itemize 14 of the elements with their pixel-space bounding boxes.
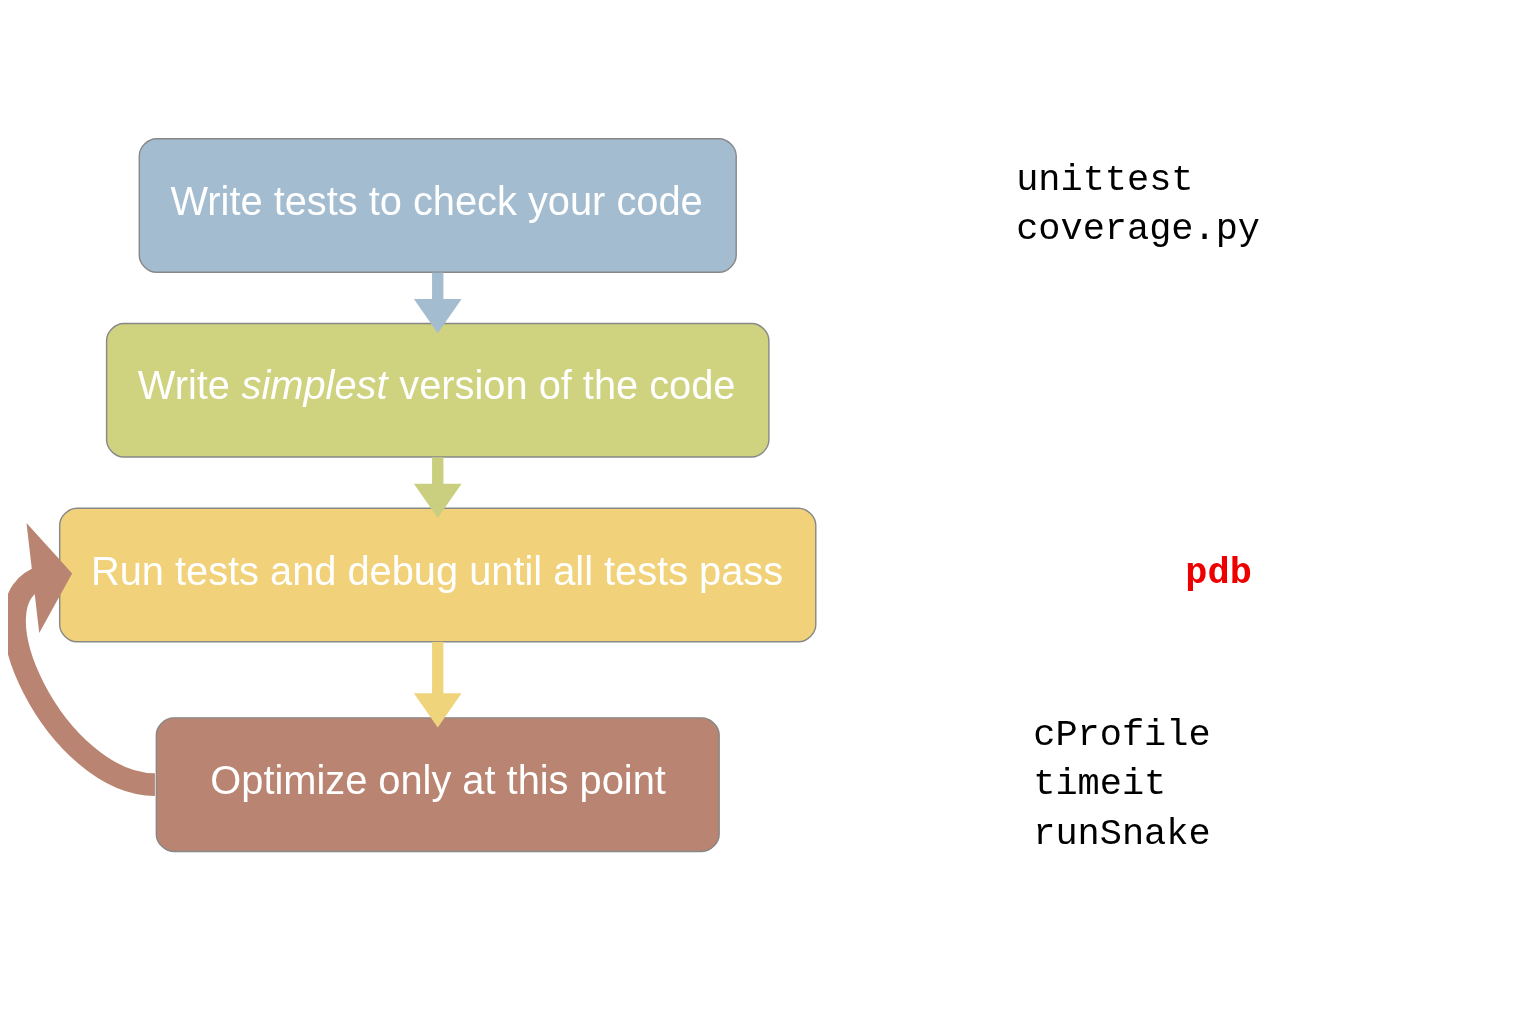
node-box: Optimize only at this point: [155, 717, 720, 853]
arrow: [413, 457, 462, 518]
node-box: Write simplest version of the code: [105, 322, 770, 458]
label: pdb: [1185, 552, 1252, 595]
label: timeit: [1033, 763, 1167, 806]
node-box: Run tests and debug until all tests pass: [59, 507, 817, 643]
arrow: [413, 641, 462, 728]
label: cProfile: [1033, 713, 1211, 756]
node-box: Write tests to check your code: [138, 138, 737, 273]
label: unittest: [1016, 158, 1194, 201]
arrow: [413, 272, 462, 334]
label: runSnake: [1033, 813, 1211, 856]
label: coverage.py: [1016, 208, 1261, 251]
arrow: [8, 522, 157, 796]
